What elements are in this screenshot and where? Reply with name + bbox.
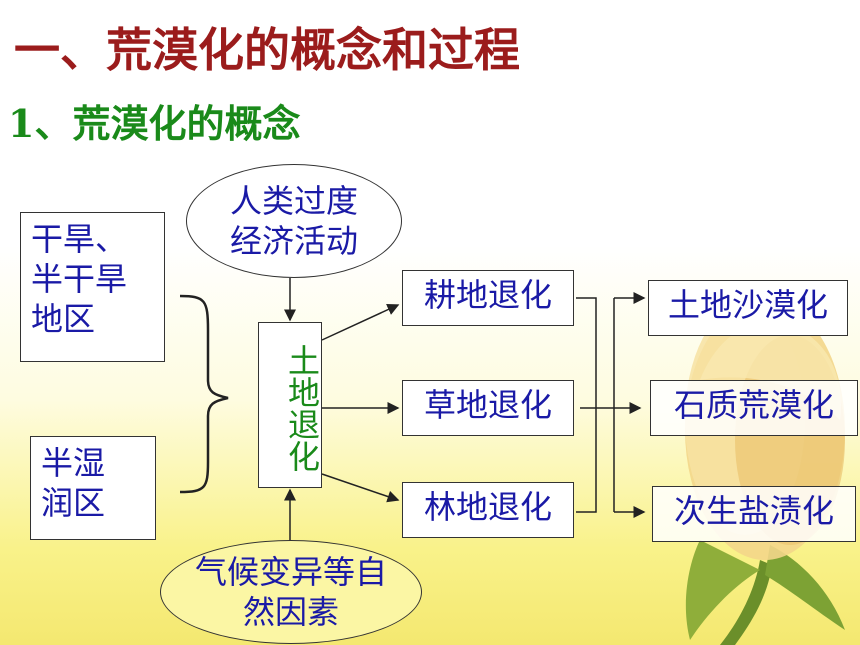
climate-factor-line-2: 然因素 — [242, 593, 339, 631]
condition-arid-box: 干旱、 半干旱 地区 — [20, 212, 165, 362]
process-forest-box: 林地退化 — [402, 482, 574, 538]
brace — [179, 294, 229, 494]
result-desertification-box: 土地沙漠化 — [648, 280, 848, 336]
process-grassland-box: 草地退化 — [402, 380, 574, 436]
page-title: 一、荒漠化的概念和过程 — [14, 23, 520, 77]
human-factor-line-2: 经济活动 — [229, 222, 358, 260]
condition-semihumid-line-2: 润区 — [41, 484, 106, 522]
climate-factor-ellipse: 气候变异等自 然因素 — [160, 540, 422, 644]
climate-factor-line-1: 气候变异等自 — [194, 553, 387, 591]
section-subtitle: 1、荒漠化的概念 — [8, 101, 301, 146]
process-farmland-box: 耕地退化 — [402, 270, 574, 326]
human-factor-line-1: 人类过度 — [229, 182, 358, 220]
human-factor-ellipse: 人类过度 经济活动 — [186, 164, 402, 278]
land-degradation-box: 土地退化 — [258, 322, 322, 488]
condition-arid-line-2: 半干旱 — [31, 260, 128, 298]
arrow-central-to-process-3 — [321, 473, 400, 503]
process-bracket — [576, 297, 597, 513]
result-salinization-box: 次生盐渍化 — [652, 486, 856, 542]
arrow-central-to-process-1 — [321, 303, 400, 341]
condition-arid-line-3: 地区 — [31, 300, 96, 338]
condition-semihumid-line-1: 半湿 — [41, 444, 106, 482]
condition-semihumid-box: 半湿 润区 — [30, 436, 156, 540]
result-rocky-desertification-box: 石质荒漠化 — [650, 380, 858, 436]
condition-arid-line-1: 干旱、 — [31, 220, 128, 258]
